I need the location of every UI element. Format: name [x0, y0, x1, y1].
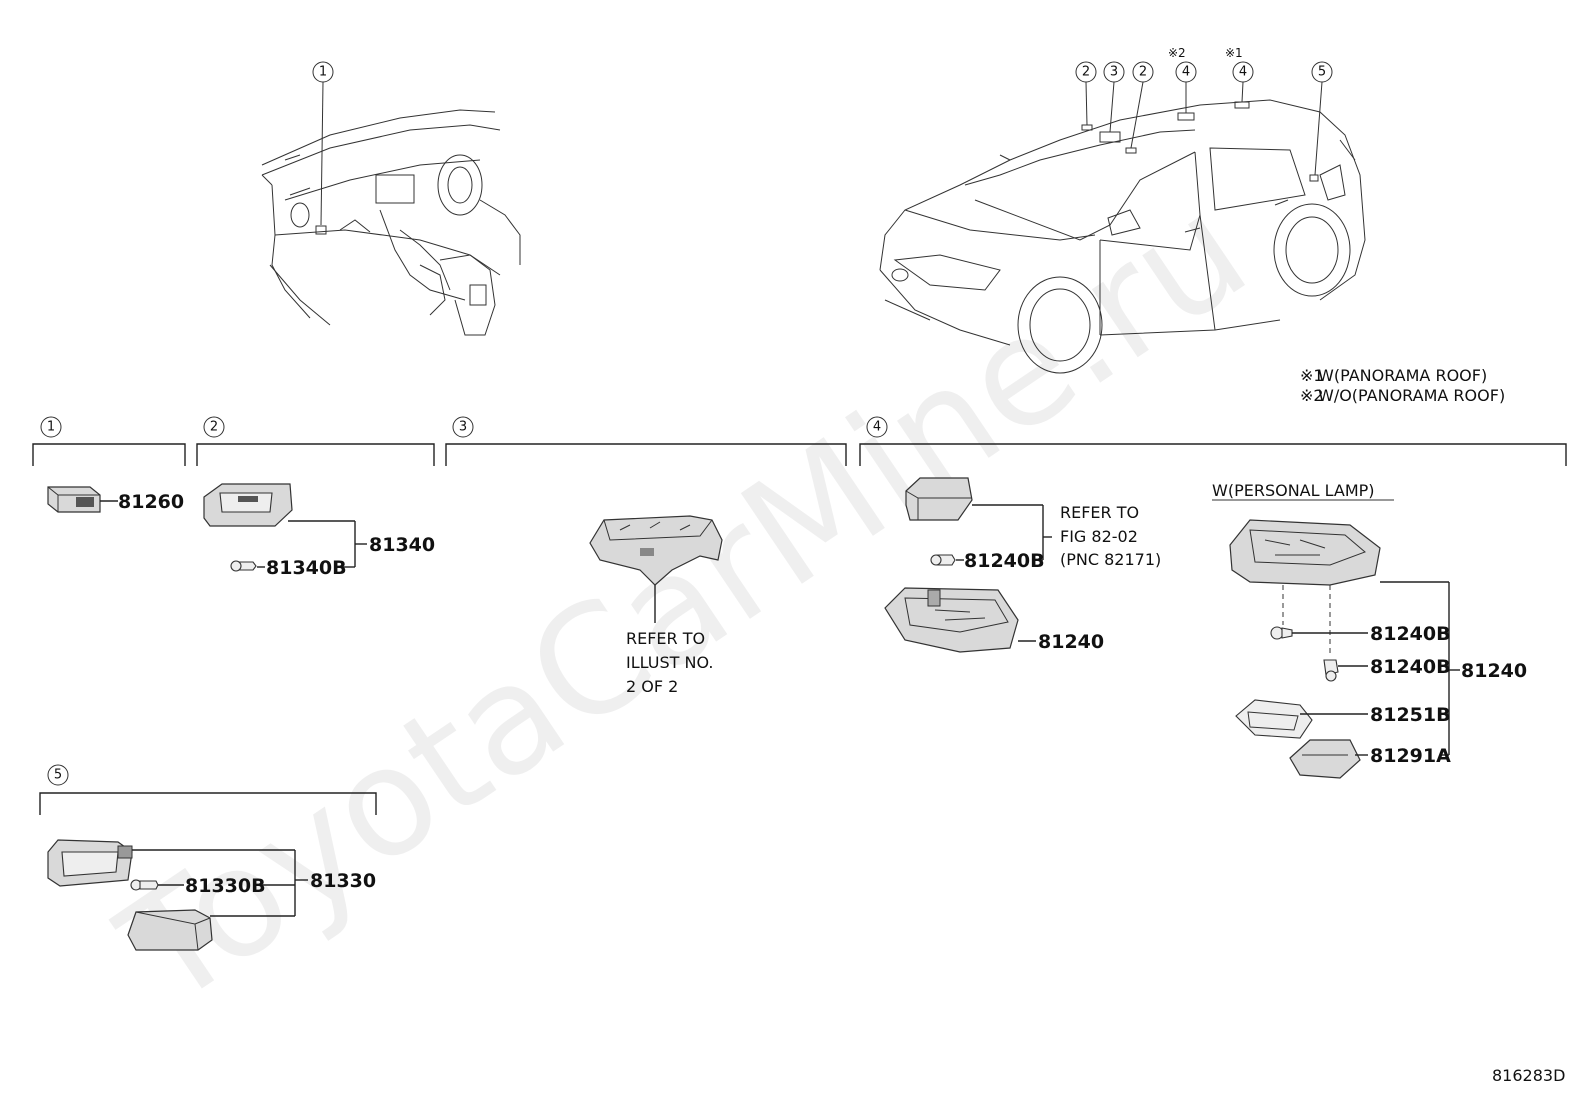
- group-4-bracket: [859, 443, 1567, 466]
- footnote-2-mark: ※2: [1300, 386, 1324, 405]
- group-3-bracket: [445, 443, 847, 466]
- callout-1: 1: [319, 65, 327, 80]
- part-81260[interactable]: 81260: [118, 491, 184, 513]
- group-2-bracket: [196, 443, 435, 466]
- part-81340[interactable]: 81340: [369, 534, 435, 556]
- group-4-refer-line2: FIG 82-02: [1060, 527, 1138, 546]
- part-81260-drawing: [47, 486, 101, 513]
- part-81330[interactable]: 81330: [310, 870, 376, 892]
- lens-81251B-drawing: [1235, 699, 1313, 739]
- group-3-lamp-drawing: [589, 515, 723, 586]
- group-1-bracket: [32, 443, 186, 466]
- personal-part-81291A[interactable]: 81291A: [1370, 745, 1451, 767]
- part-81330B-bulb-drawing: [130, 879, 159, 891]
- cover-81291A-drawing: [1289, 739, 1361, 779]
- part-81330B[interactable]: 81330B: [185, 875, 266, 897]
- group-4-refer-line1: REFER TO: [1060, 503, 1139, 522]
- group-4-number: 4: [873, 420, 881, 435]
- callout-5: 5: [1318, 65, 1326, 80]
- personal-part-81251B[interactable]: 81251B: [1370, 704, 1451, 726]
- callout-2b: 2: [1139, 65, 1147, 80]
- footnote-2-text: W/O(PANORAMA ROOF): [1318, 386, 1505, 405]
- group-4-bulb-drawing: [930, 554, 956, 566]
- group-5-number: 5: [54, 768, 62, 783]
- group-1-number: 1: [47, 420, 55, 435]
- group-4-part-81240[interactable]: 81240: [1038, 631, 1104, 653]
- personal-lamp-label: W(PERSONAL LAMP): [1212, 481, 1375, 500]
- note-mark-2: ※2: [1168, 46, 1186, 60]
- group-3-refer-line1: REFER TO: [626, 629, 705, 648]
- footnote-1-text: W(PANORAMA ROOF): [1318, 366, 1487, 385]
- personal-bulb-1-drawing: [1270, 626, 1293, 640]
- part-81330-housing-drawing: [47, 839, 133, 887]
- personal-part-81240[interactable]: 81240: [1461, 660, 1527, 682]
- personal-bulb-2-drawing: [1323, 659, 1339, 682]
- callout-4a: 4: [1182, 65, 1190, 80]
- group-3-refer-line2: ILLUST NO.: [626, 653, 713, 672]
- part-81330-lens-drawing: [127, 909, 213, 951]
- group-3-number: 3: [459, 420, 467, 435]
- group-5-bracket: [39, 792, 377, 815]
- callout-3: 3: [1110, 65, 1118, 80]
- footnote-1-mark: ※1: [1300, 366, 1324, 385]
- group-4-part-81240B[interactable]: 81240B: [964, 550, 1045, 572]
- watermark: ToyotaCarMine.ru: [92, 163, 1276, 1041]
- car-illustration: [879, 99, 1366, 374]
- group-4-lamp-81240-drawing: [884, 587, 1019, 653]
- note-mark-1: ※1: [1225, 46, 1243, 60]
- group-4-refer-line3: (PNC 82171): [1060, 550, 1161, 569]
- diagram-id: 816283D: [1492, 1066, 1565, 1085]
- callout-2a: 2: [1082, 65, 1090, 80]
- callout-4b: 4: [1239, 65, 1247, 80]
- personal-part-81240B-1[interactable]: 81240B: [1370, 623, 1451, 645]
- group-3-refer-line3: 2 OF 2: [626, 677, 678, 696]
- personal-lamp-housing-drawing: [1229, 519, 1381, 586]
- group-4-switch-drawing: [905, 477, 973, 521]
- part-81340B-drawing: [230, 560, 257, 572]
- part-81340B[interactable]: 81340B: [266, 557, 347, 579]
- part-81340-drawing: [203, 483, 293, 527]
- dashboard-illustration: [261, 109, 521, 336]
- personal-part-81240B-2[interactable]: 81240B: [1370, 656, 1451, 678]
- group-2-number: 2: [210, 420, 218, 435]
